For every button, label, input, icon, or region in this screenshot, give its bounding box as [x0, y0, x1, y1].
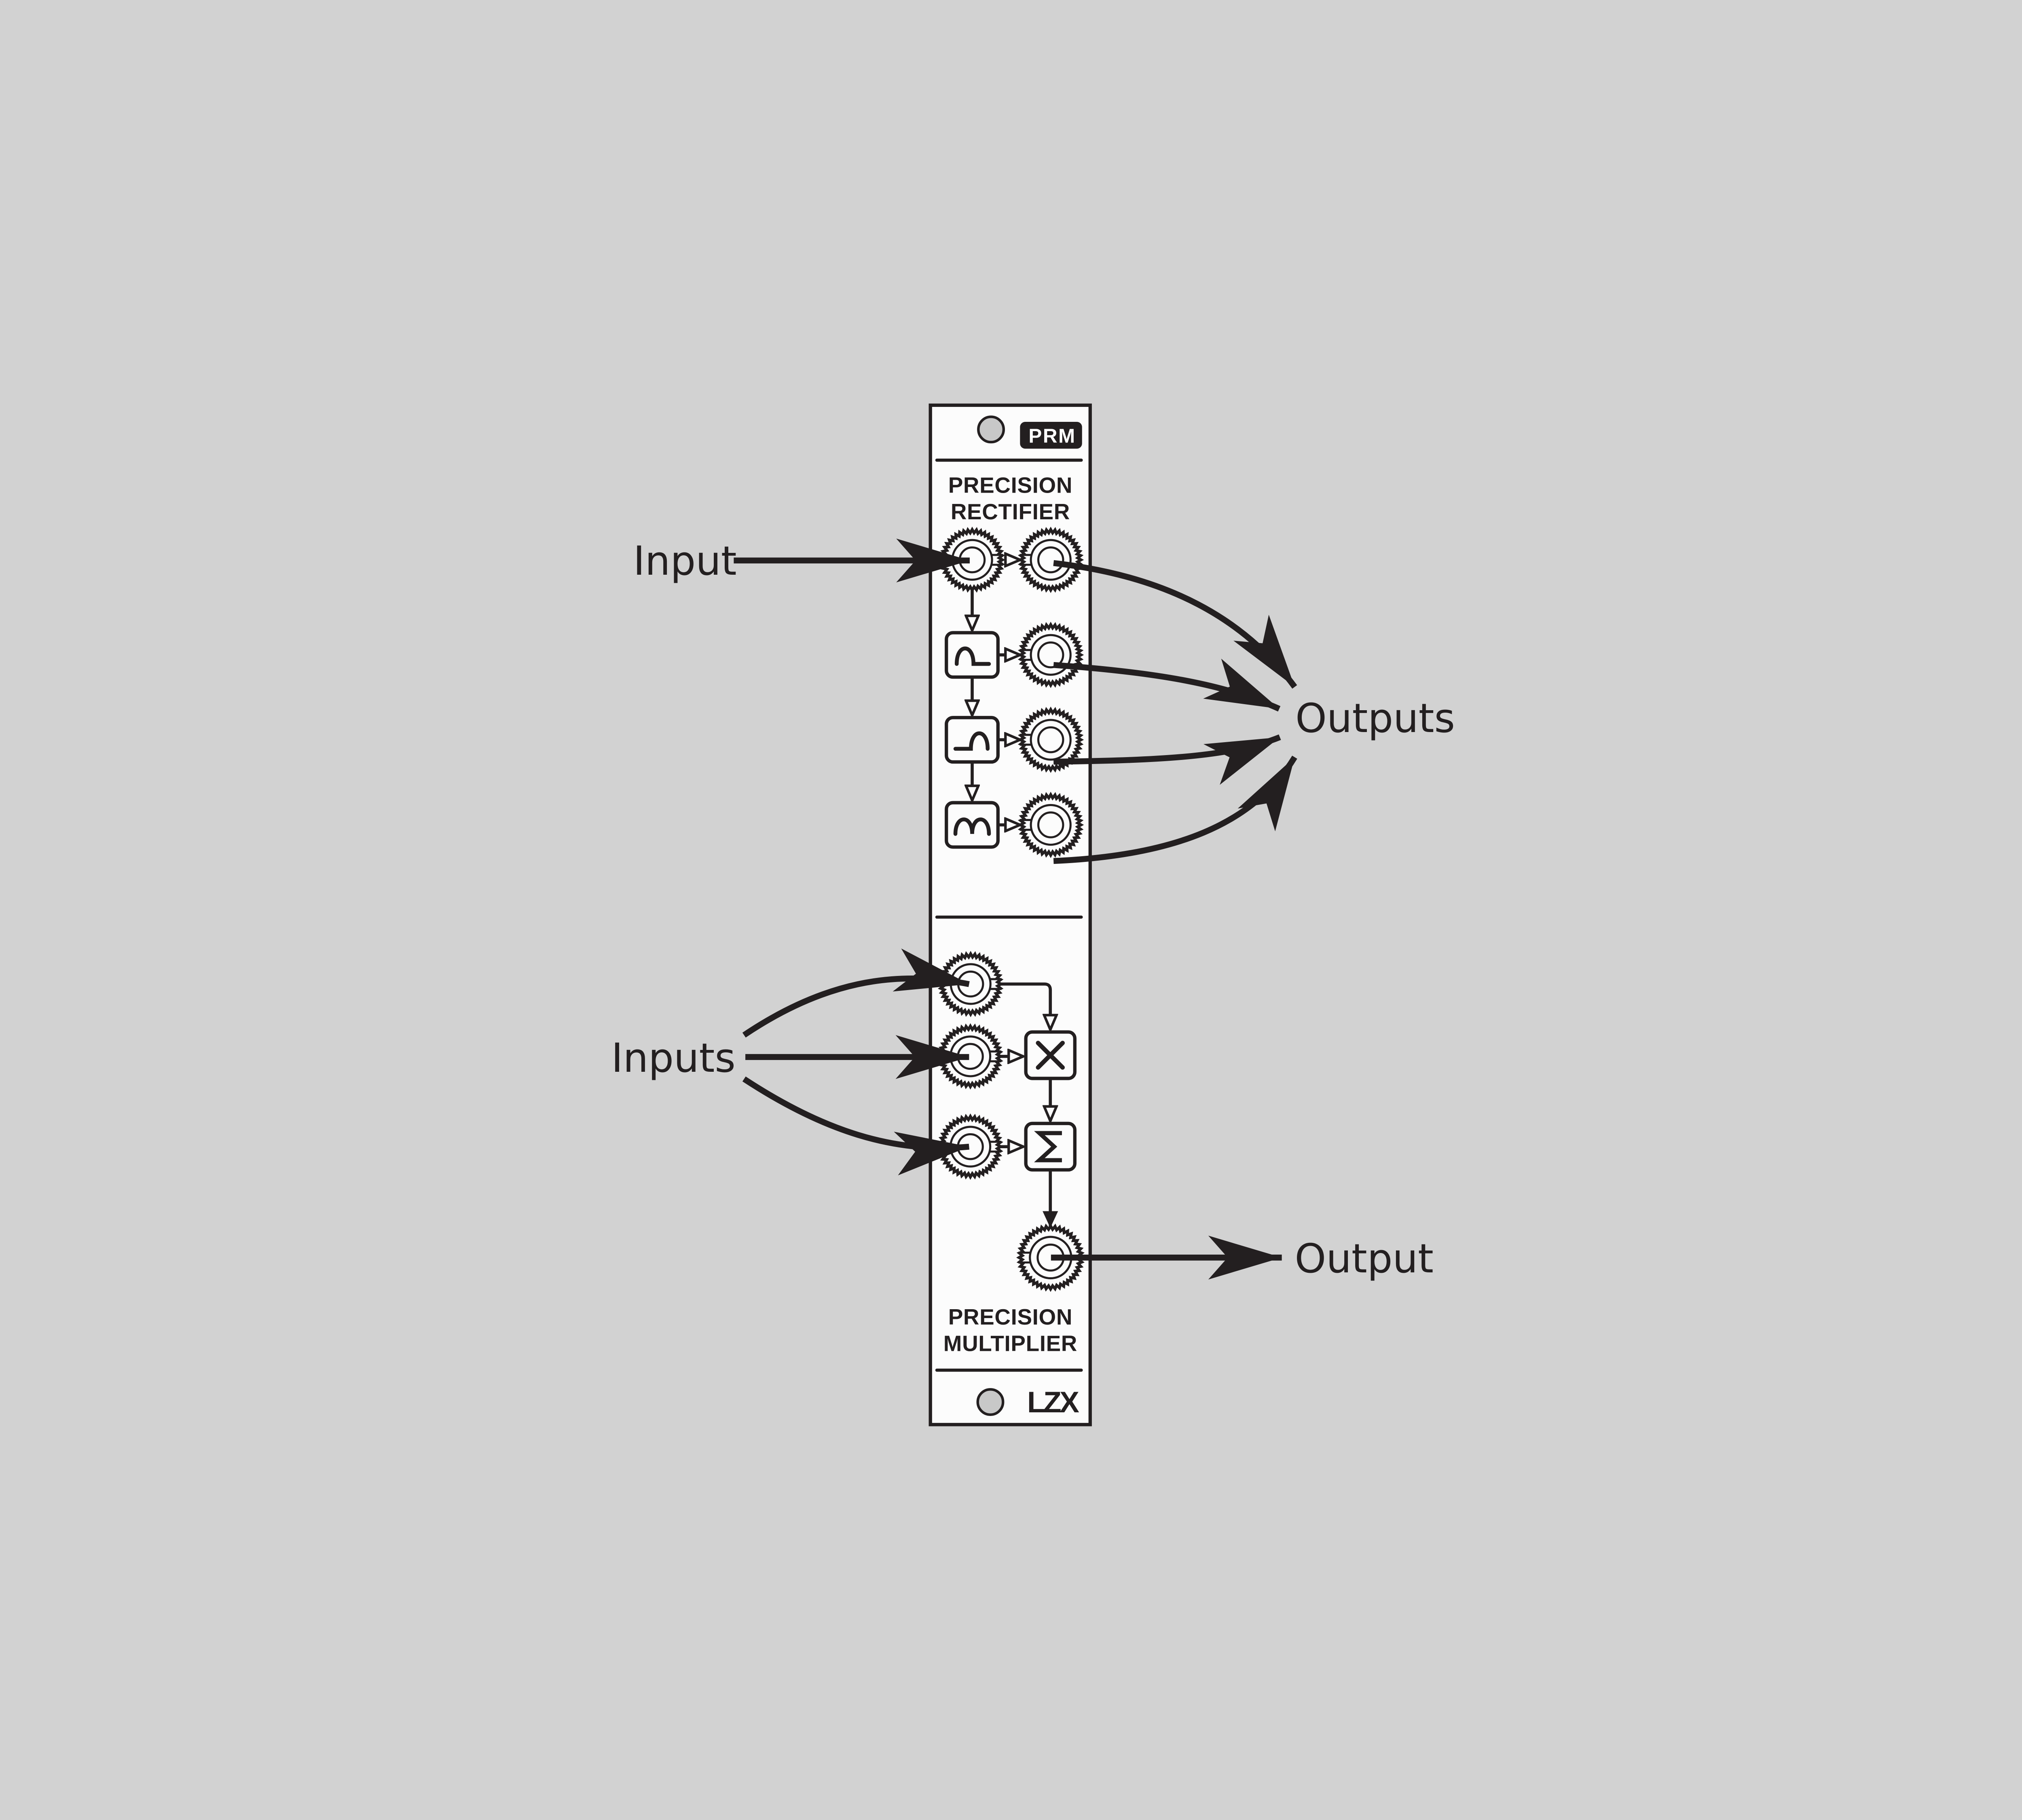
multiplier-flow: [1000, 982, 1058, 1228]
jack-fullwave-out: [1017, 791, 1084, 858]
inputs-annotation-label: Inputs: [611, 1035, 735, 1081]
jack-halfwave-negative-out-ring-inner: [1037, 726, 1064, 753]
rectifier-function-boxes: [945, 631, 1000, 849]
rectifier-section-title: PRECISION RECTIFIER: [948, 472, 1072, 524]
rectifier-title-line2: RECTIFIER: [951, 499, 1070, 524]
jack-halfwave-negative-out-ring-outer: [1030, 719, 1072, 761]
outputs-annotation-label: Outputs: [1295, 695, 1455, 742]
annotations: Input Outputs Inputs Output: [611, 538, 1455, 1282]
badge-label: PRM: [1028, 425, 1076, 447]
multiplier-title-line2: MULTIPLIER: [943, 1331, 1077, 1356]
jack-halfwave-positive-out-ring-inner: [1037, 641, 1064, 669]
screw-bottom-icon: [976, 1388, 1005, 1416]
flow-jack-a-to-multiply: [1001, 982, 1050, 1030]
badge-background: [1020, 422, 1082, 449]
jack-rectifier-buffer-out: [1017, 527, 1084, 593]
rectifier-flow: [972, 560, 1020, 825]
rectifier-title-line1: PRECISION: [948, 472, 1072, 497]
jack-fullwave-out-ring-outer: [1030, 804, 1072, 846]
multiplier-section-title: PRECISION MULTIPLIER: [943, 1304, 1077, 1356]
jack-halfwave-positive-out-ring-outer: [1030, 634, 1072, 676]
multiply-icon: [1036, 1041, 1065, 1070]
multiplier-title-line1: PRECISION: [948, 1304, 1072, 1329]
outputs-arrow-from-halfwave-neg-jack: [1053, 734, 1281, 785]
half-wave-positive-icon: [954, 646, 991, 666]
module-badge: PRM: [1020, 422, 1082, 449]
jack-rectifier-buffer-out-ring-inner: [1037, 546, 1064, 574]
input-annotation-label: Input: [633, 538, 737, 584]
inputs-arrow-to-jack-a: [742, 948, 970, 1038]
jack-halfwave-positive-out-knurl-icon: [1017, 622, 1084, 688]
jack-fullwave-out-knurl-icon: [1017, 791, 1084, 858]
sum-icon: [1034, 1131, 1062, 1162]
sum-box: [1024, 1122, 1077, 1172]
lzx-logo: LZX: [1027, 1386, 1079, 1419]
outputs-arrow-from-fullwave-jack: [1053, 756, 1297, 864]
output-annotation-label: Output: [1295, 1236, 1434, 1282]
outputs-arrow-from-halfwave-pos-jack: [1053, 658, 1281, 712]
inputs-arrow-to-jack-c: [742, 1076, 970, 1176]
multiplier-function-boxes: [1024, 1030, 1077, 1172]
jack-rectifier-buffer-out-knurl-icon: [1017, 527, 1084, 593]
jack-rectifier-buffer-out-ring-outer: [1030, 539, 1072, 581]
jack-multiplier-output-knurl-icon: [1016, 1223, 1085, 1292]
jack-halfwave-positive-out: [1017, 622, 1084, 688]
half-wave-negative-icon: [953, 731, 990, 751]
screw-top-icon: [977, 415, 1005, 444]
jack-fullwave-out-ring-inner: [1037, 811, 1064, 838]
